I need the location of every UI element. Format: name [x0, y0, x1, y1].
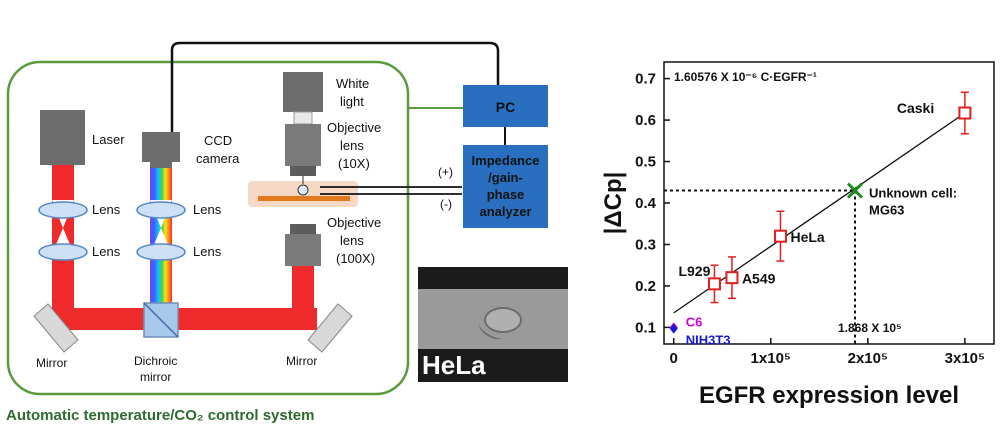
- objective-10x-label-3: (10X): [338, 156, 370, 171]
- camera-pc-cable: [170, 41, 500, 132]
- lens-left-2: [38, 243, 88, 261]
- laser-unit: [40, 110, 85, 165]
- point-hela: [773, 229, 787, 243]
- point-l929: [707, 277, 721, 291]
- y-tick-label: 0.6: [635, 112, 656, 129]
- x-tick-label: 0: [670, 350, 678, 367]
- x-tick-label: 1x10⁵: [751, 350, 791, 367]
- label-unknown-2: MG63: [869, 203, 904, 218]
- enclosure-frame: [6, 60, 410, 396]
- lens-mid-2-label: Lens: [193, 244, 222, 259]
- egfr-cp-chart: 0.1 0.2 0.3 0.4 0.5 0.6 0.7 0 1x10⁵ 2x10⁵ 3x10⁵ L9…: [600, 61, 995, 409]
- axis-ticks: 0.1 0.2 0.3 0.4 0.5 0.6 0.7 0 1x10⁵ 2x10⁵ 3x10⁵: [635, 71, 985, 367]
- lens-left-2-label: Lens: [92, 244, 121, 259]
- objective-10x: [285, 124, 321, 166]
- fit-line-group: [673, 112, 966, 314]
- fit-annotation: 1.60576 X 10⁻⁶ C·EGFR⁻¹: [674, 70, 817, 84]
- y-tick-label: 0.3: [635, 236, 656, 253]
- x-axis-title: EGFR expression level: [699, 382, 959, 409]
- y-tick-label: 0.4: [635, 195, 657, 212]
- white-light-label-1: White: [336, 76, 369, 91]
- label-unknown-1: Unknown cell:: [869, 186, 957, 201]
- system-caption: Automatic temperature/CO₂ control system: [6, 407, 314, 424]
- plot-frame: [663, 61, 995, 345]
- objective-100x-label-1: Objective: [327, 215, 381, 230]
- hela-cell-photo: HeLa: [418, 267, 568, 382]
- electrode-bottom: [418, 349, 568, 382]
- optical-setup-diagram: Laser CCD camera Lens Lens Lens Lens Mir…: [6, 41, 548, 424]
- label-nih3t3: NIH3T3: [686, 332, 731, 347]
- guide-lines: [664, 189, 857, 344]
- impedance-analyzer-box: [463, 145, 548, 228]
- objective-100x-label-3: (100X): [336, 251, 375, 266]
- mirror-right-label: Mirror: [286, 354, 317, 368]
- label-c6: C6: [686, 314, 703, 329]
- laser-label: Laser: [92, 132, 125, 147]
- point-unknown: [846, 182, 864, 199]
- point-a549: [725, 271, 739, 285]
- lens-mid-1: [136, 201, 186, 219]
- ccd-label-1: CCD: [204, 133, 232, 148]
- dichroic-label-1: Dichroic: [134, 354, 177, 368]
- electrode-plus-label: (+): [438, 165, 453, 179]
- x-tick-label: 3x10⁵: [945, 350, 985, 367]
- white-light-label-2: light: [340, 94, 364, 109]
- analyzer-label-4: analyzer: [479, 204, 531, 219]
- mirror-left-label: Mirror: [36, 356, 67, 370]
- label-l929: L929: [678, 263, 710, 279]
- electrode-top: [418, 267, 568, 289]
- hela-cell: [484, 307, 522, 333]
- pc-label: PC: [496, 99, 515, 115]
- objective-100x: [285, 234, 321, 266]
- mirror-right: [307, 303, 353, 353]
- ccd-label-2: camera: [196, 151, 240, 166]
- y-tick-label: 0.7: [635, 71, 656, 88]
- data-points: [669, 91, 972, 334]
- white-light-source: [283, 72, 323, 112]
- analyzer-label-3: phase: [487, 187, 525, 202]
- lens-left-1-label: Lens: [92, 202, 121, 217]
- objective-100x-label-2: lens: [340, 233, 364, 248]
- lens-left-1: [38, 201, 88, 219]
- y-axis-title: |ΔCp|: [600, 172, 627, 235]
- label-caski: Caski: [897, 100, 934, 116]
- y-tick-label: 0.1: [635, 319, 656, 336]
- lens-mid-1-label: Lens: [193, 202, 222, 217]
- unknown-x-label: 1.868 X 10⁵: [838, 321, 902, 335]
- y-tick-label: 0.5: [635, 154, 656, 171]
- y-tick-label: 0.2: [635, 278, 656, 295]
- point-caski: [958, 106, 972, 120]
- label-hela: HeLa: [790, 229, 824, 245]
- fit-line: [673, 112, 966, 314]
- objective-10x-label-1: Objective: [327, 120, 381, 135]
- mirror-left: [33, 303, 79, 353]
- x-tick-label: 2x10⁵: [848, 350, 888, 367]
- point-nih3t3: [669, 323, 678, 334]
- ccd-camera: [142, 132, 180, 162]
- label-a549: A549: [742, 271, 776, 287]
- analyzer-label-1: Impedance: [472, 153, 540, 168]
- analyzer-label-2: /gain-: [488, 170, 523, 185]
- dichroic-label-2: mirror: [140, 370, 171, 384]
- electrode-minus-label: (-): [440, 197, 452, 211]
- lens-mid-2: [136, 243, 186, 261]
- photo-label: HeLa: [422, 350, 486, 380]
- pc-box: [463, 85, 548, 127]
- objective-10x-label-2: lens: [340, 138, 364, 153]
